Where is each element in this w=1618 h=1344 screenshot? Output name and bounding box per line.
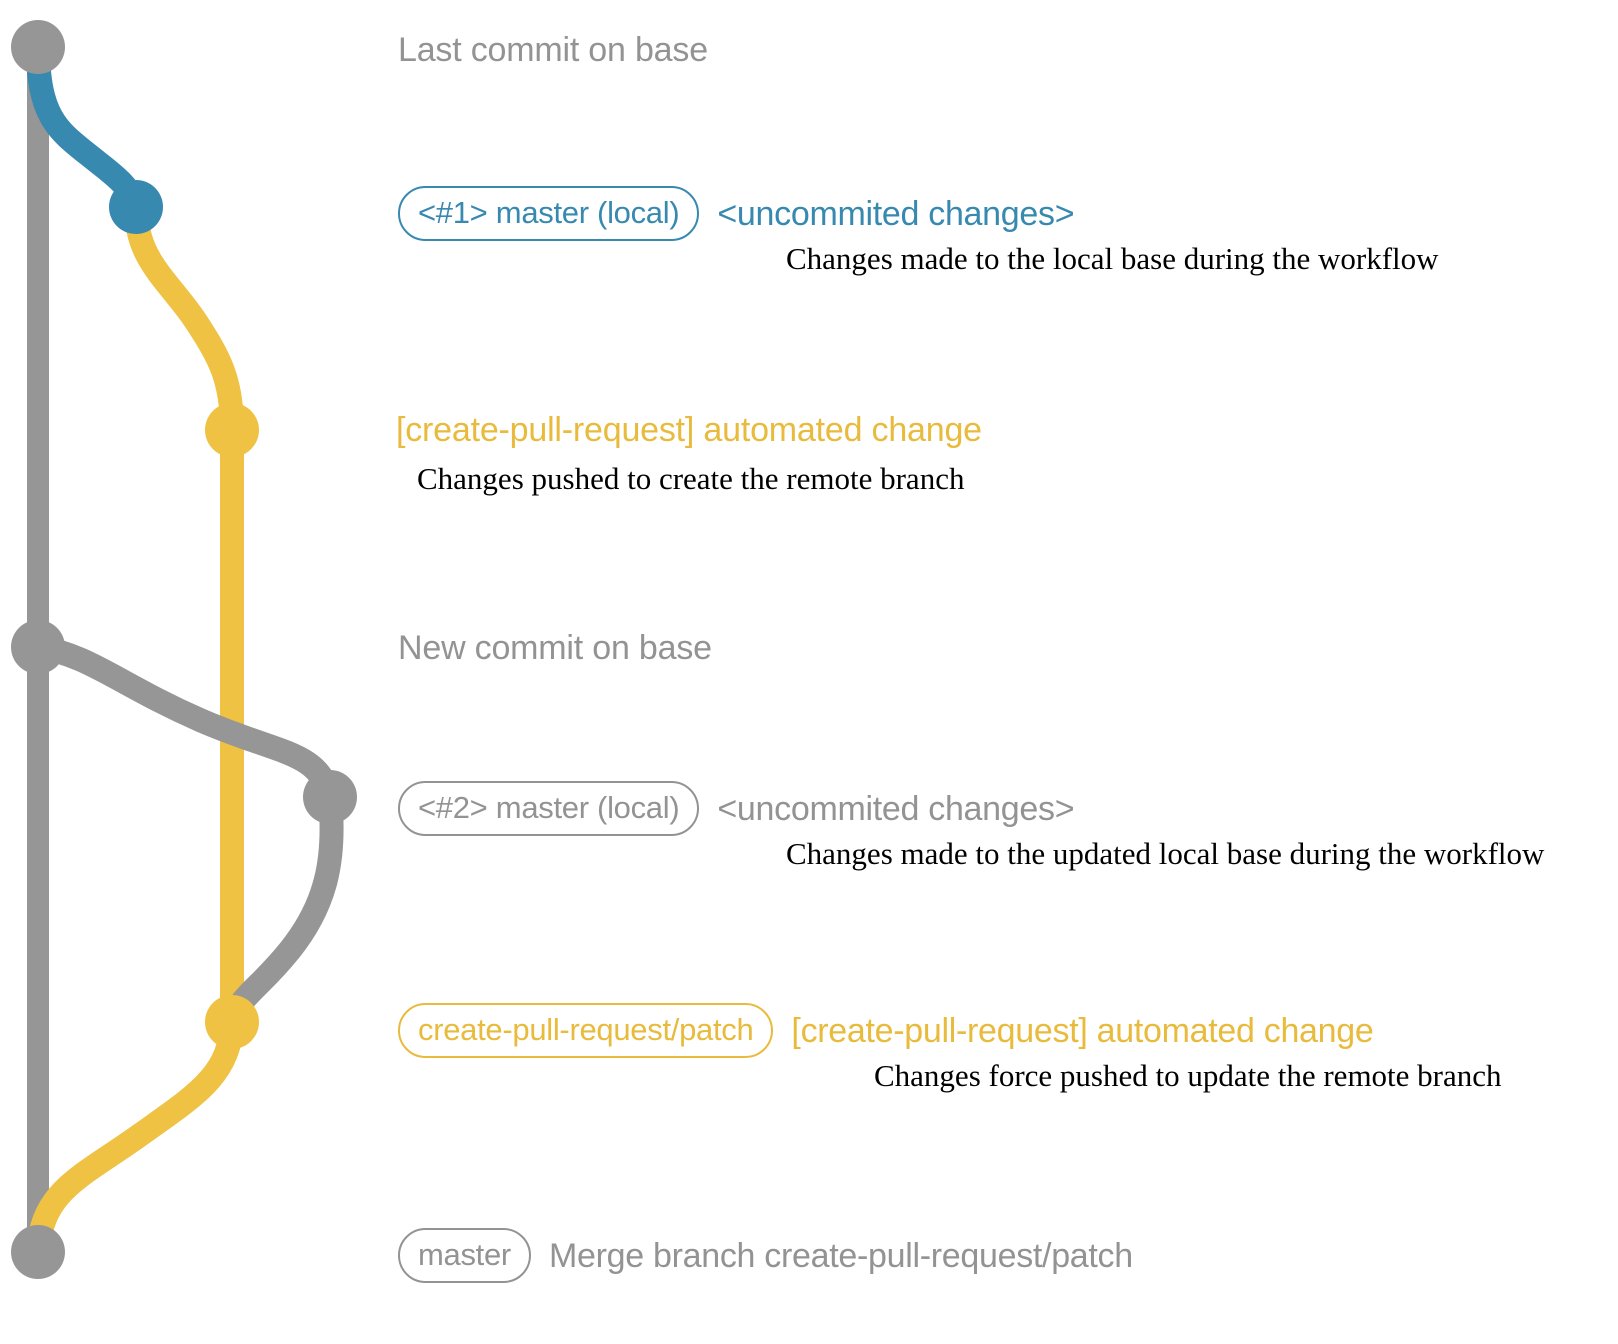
- commit-message-master-merge: Merge branch create-pull-request/patch: [548, 1237, 1133, 1275]
- edge-base-to-local-1: [26, 35, 148, 219]
- description-create-pull-request-patch: Changes force pushed to update the remot…: [874, 1058, 1502, 1093]
- commit-message-last-commit-on-base: Last commit on base: [398, 31, 708, 69]
- description-master-local-2: Changes made to the updated local base d…: [786, 836, 1545, 871]
- edge-patch-2-to-merge: [26, 1010, 244, 1264]
- row-last-commit-on-base: Last commit on base: [398, 33, 708, 67]
- node-master-local-1[interactable]: [109, 180, 163, 234]
- node-last-commit-on-base[interactable]: [11, 20, 65, 74]
- edge-local-1-to-patch-1: [124, 195, 244, 442]
- branch-badge-master-local-1[interactable]: <#1> master (local): [398, 186, 700, 241]
- node-master-merge[interactable]: [11, 1225, 65, 1279]
- commit-message-master-local-2: <uncommited changes>: [717, 790, 1075, 828]
- node-master-local-2[interactable]: [303, 770, 357, 824]
- commit-graph: [11, 20, 357, 1279]
- row-new-commit-on-base: New commit on base: [398, 631, 712, 665]
- commit-message-new-commit-on-base: New commit on base: [398, 629, 712, 667]
- branch-badge-master-local-2[interactable]: <#2> master (local): [398, 781, 700, 836]
- row-master-local-2: <#2> master (local) <uncommited changes>: [398, 781, 1075, 836]
- row-master-merge: master Merge branch create-pull-request/…: [398, 1228, 1133, 1283]
- description-automated-change-1: Changes pushed to create the remote bran…: [417, 461, 965, 496]
- branch-badge-create-pull-request-patch[interactable]: create-pull-request/patch: [398, 1003, 774, 1058]
- row-automated-change-1: [create-pull-request] automated change: [396, 413, 982, 447]
- node-new-commit-on-base[interactable]: [11, 620, 65, 674]
- node-automated-change-1[interactable]: [205, 403, 259, 457]
- node-create-pull-request-patch[interactable]: [205, 995, 259, 1049]
- edge-local-2-to-patch-2: [220, 785, 344, 1034]
- commit-message-automated-change-1: [create-pull-request] automated change: [396, 411, 982, 449]
- row-create-pull-request-patch: create-pull-request/patch [create-pull-r…: [398, 1003, 1374, 1058]
- edge-base-new-to-local-2: [26, 635, 342, 809]
- row-master-local-1: <#1> master (local) <uncommited changes>: [398, 186, 1075, 241]
- commit-message-master-local-1: <uncommited changes>: [717, 195, 1075, 233]
- description-master-local-1: Changes made to the local base during th…: [786, 241, 1439, 276]
- commit-message-create-pull-request-patch: [create-pull-request] automated change: [791, 1012, 1374, 1050]
- branch-badge-master[interactable]: master: [398, 1228, 531, 1283]
